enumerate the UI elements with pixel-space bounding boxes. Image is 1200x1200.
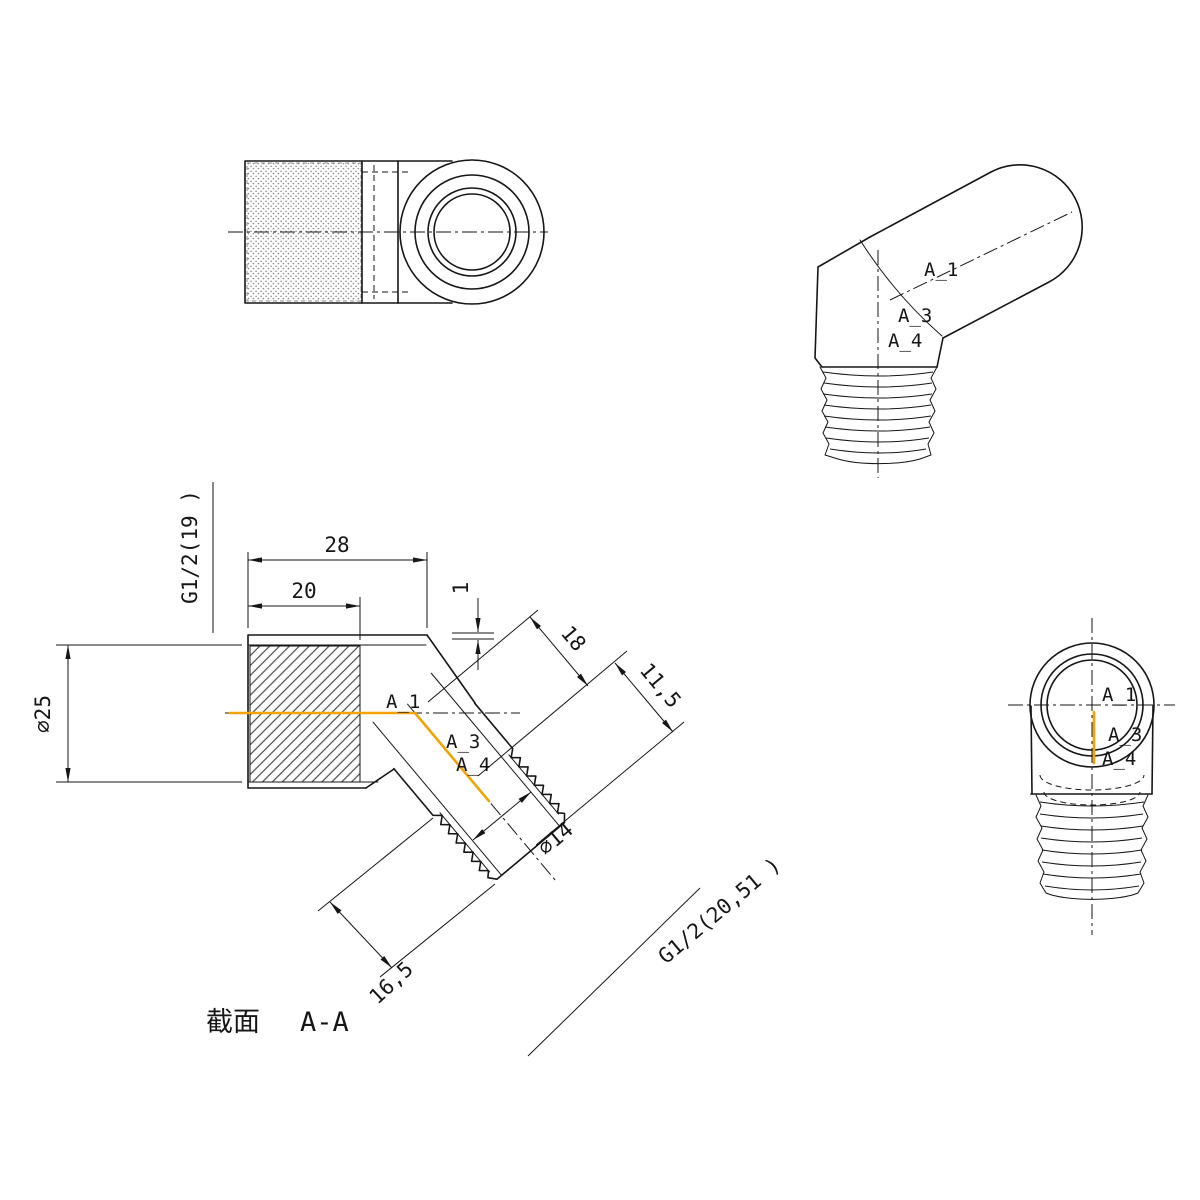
thread-line: [822, 393, 933, 399]
thread-root-lines: [439, 754, 560, 873]
label-a4: A_4: [456, 754, 490, 776]
thread-line: [822, 371, 934, 377]
label-a3: A_3: [446, 731, 480, 753]
thread-right-edge: [1137, 794, 1149, 894]
hidden-thread-lines: [362, 171, 410, 293]
view-end-right: A_1 A_3 A_4: [1008, 618, 1175, 935]
branch-bore-lines: [372, 672, 561, 876]
dim-label-dia14: ∅14: [533, 817, 577, 860]
hidden-arc-1: [1039, 774, 1145, 791]
dim-18-line: [529, 616, 589, 687]
thread-line: [1039, 813, 1144, 819]
label-a3: A_3: [1108, 724, 1142, 746]
thread-line: [825, 437, 930, 443]
dim-label-20: 20: [291, 579, 316, 603]
tube-axis-centerline: [889, 211, 1073, 301]
body-outline: [244, 160, 453, 304]
dim-label-11-5: 11,5: [635, 658, 686, 712]
label-a4: A_4: [1102, 748, 1136, 770]
dim-label-1: 1: [449, 582, 473, 595]
thread-line: [823, 404, 932, 410]
dim-label-g12-19: G1/2(19 ): [178, 490, 202, 604]
dim-label-28: 28: [324, 533, 349, 557]
thread-line: [829, 448, 927, 454]
dim-16-5-line: [329, 901, 393, 969]
dim-16-5-extension: [317, 817, 496, 978]
thread-line: [824, 426, 931, 432]
thread-bottom-face: [837, 458, 921, 465]
label-a1: A_1: [924, 259, 958, 281]
flow-highlight-branch: [413, 711, 491, 803]
bore-extension-lines: [359, 644, 427, 783]
label-a1: A_1: [1102, 684, 1136, 706]
thread-right-edge: [919, 366, 938, 460]
dim-11-5-extension: [535, 721, 685, 846]
section-caption-name: A-A: [300, 1007, 349, 1038]
thread-line: [1040, 837, 1143, 843]
dim-1-extension: [452, 632, 494, 640]
dim-label-18: 18: [556, 621, 591, 656]
branch-lower-flank: [393, 767, 498, 880]
thread-line: [823, 382, 933, 388]
dim-dia14-line: [472, 791, 532, 841]
upper-tube-outline: [869, 164, 1083, 339]
label-a4: A_4: [888, 330, 922, 352]
dim-dia25-extension: [56, 644, 242, 783]
view-section-aa: A_1 A_3 A_4 28 20 1 G1/2(19 ) ∅25 18 11,…: [31, 482, 786, 1057]
male-thread-leader: [527, 887, 701, 1057]
view-side-top-left: [228, 159, 548, 305]
dim-28-extension: [247, 552, 428, 628]
miter-facets: [365, 634, 476, 789]
thread-left-edge: [819, 366, 839, 460]
body-sides: [1030, 705, 1154, 795]
body-outline: [247, 634, 428, 789]
section-caption-cjk: 截面: [206, 1007, 260, 1038]
thread-left-edge: [1035, 794, 1047, 894]
view-isometric: A_1 A_3 A_4: [814, 164, 1083, 478]
dim-label-16-5: 16,5: [365, 957, 418, 1009]
label-a1: A_1: [386, 691, 420, 713]
dim-label-dia25: ∅25: [31, 695, 55, 733]
miter-seam: [859, 239, 943, 337]
dim-18-extension: [427, 609, 628, 777]
thread-line: [823, 415, 932, 421]
elbow-body-outline: [814, 236, 944, 368]
thread-line: [1042, 873, 1142, 879]
label-a3: A_3: [898, 305, 932, 327]
dim-11-5-line: [614, 662, 674, 733]
dim-label-g12-2051: G1/2(20,51 ): [654, 853, 786, 969]
